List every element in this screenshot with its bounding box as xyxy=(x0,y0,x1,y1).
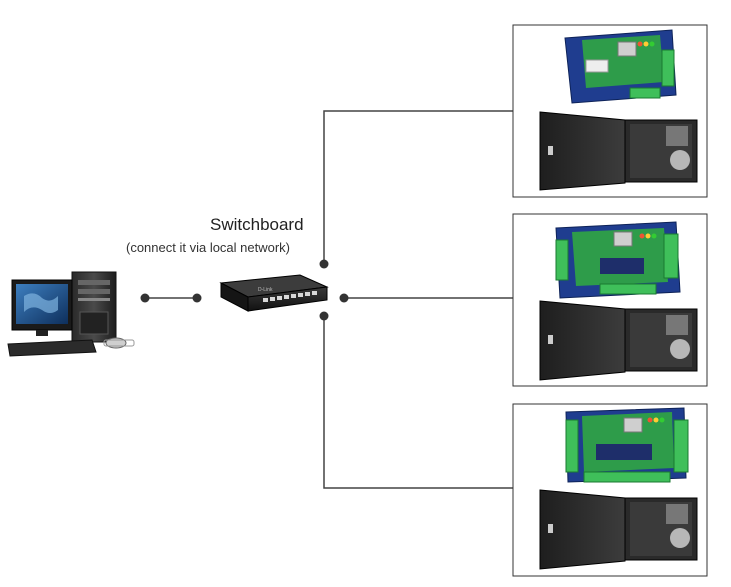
controller-board-icon xyxy=(565,407,689,483)
controller-panel-3 xyxy=(512,403,708,577)
network-switch-icon: D-Link xyxy=(219,274,329,312)
controller-panel-1 xyxy=(512,24,708,198)
controller-board-icon xyxy=(555,221,681,299)
controller-board-icon xyxy=(564,29,677,104)
enclosure-box-icon xyxy=(539,300,698,381)
enclosure-box-icon xyxy=(539,489,698,570)
link-computer-switch xyxy=(140,293,202,303)
svg-text:D-Link: D-Link xyxy=(258,287,273,293)
controller-panel-2 xyxy=(512,213,708,387)
link-switch-panels xyxy=(323,110,513,489)
link-dots xyxy=(319,259,349,321)
computer-icon xyxy=(7,271,135,357)
enclosure-box-icon xyxy=(539,111,698,191)
switchboard-subtitle: (connect it via local network) xyxy=(126,240,291,255)
switchboard-title: Switchboard xyxy=(210,215,304,234)
